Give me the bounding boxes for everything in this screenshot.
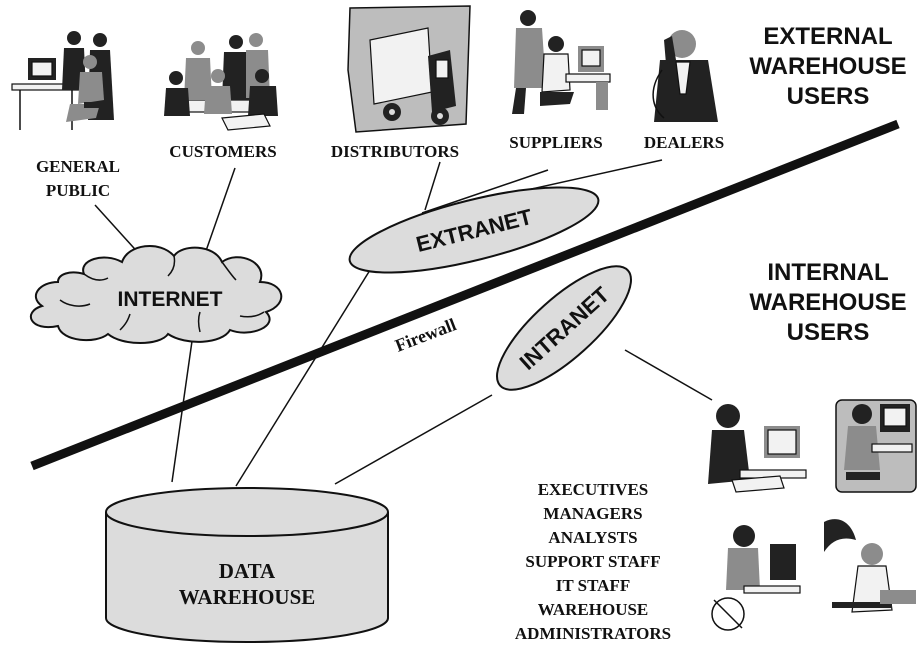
internal-users-title: INTERNAL WAREHOUSE USERS <box>749 259 906 346</box>
internal-analyst-clipart <box>711 525 801 631</box>
data-warehouse-cylinder: DATA WAREHOUSE <box>105 487 389 643</box>
distributors-truck-clipart <box>347 5 471 133</box>
intranet-node: INTRANET <box>496 265 632 391</box>
role-support-staff: SUPPORT STAFF <box>525 552 660 571</box>
suppliers-label: SUPPLIERS <box>509 133 603 152</box>
external-users-title: EXTERNAL WAREHOUSE USERS <box>749 23 906 110</box>
role-it-staff: IT STAFF <box>556 576 630 595</box>
firewall-line <box>30 119 900 471</box>
internal-it-staff-clipart <box>824 519 916 613</box>
internal-support-clipart <box>835 399 917 493</box>
distributors-label: DISTRIBUTORS <box>331 142 459 161</box>
external-title-line2: WAREHOUSE <box>749 53 906 80</box>
connector-suppliers-extranet <box>421 169 549 214</box>
internet-cloud: INTERNET <box>30 244 283 344</box>
connector-intranet-warehouse <box>334 394 493 485</box>
dealers-clipart <box>652 30 718 122</box>
internet-label: INTERNET <box>118 288 223 311</box>
role-analysts: ANALYSTS <box>548 528 637 547</box>
internal-title-line1: INTERNAL <box>767 259 888 286</box>
extranet-node: EXTRANET <box>348 186 600 274</box>
role-administrators: ADMINISTRATORS <box>515 624 671 643</box>
data-warehouse-label-line1: DATA <box>219 559 276 583</box>
general-public-clipart <box>11 31 114 130</box>
data-warehouse-label-line2: WAREHOUSE <box>179 585 316 609</box>
external-title-line1: EXTERNAL <box>763 23 892 50</box>
role-warehouse: WAREHOUSE <box>538 600 649 619</box>
internal-title-line2: WAREHOUSE <box>749 289 906 316</box>
connector-lines <box>94 159 713 487</box>
internal-executive-clipart <box>708 404 807 493</box>
connector-intranet-internal-users <box>624 349 713 401</box>
role-executives: EXECUTIVES <box>538 480 649 499</box>
connector-extranet-warehouse <box>235 261 376 487</box>
role-managers: MANAGERS <box>543 504 642 523</box>
internal-title-line3: USERS <box>787 319 870 346</box>
connector-distributors-extranet <box>424 161 441 211</box>
general-public-label-line2: PUBLIC <box>46 181 110 200</box>
general-public-label-line1: GENERAL <box>36 157 120 176</box>
external-title-line3: USERS <box>787 83 870 110</box>
suppliers-clipart <box>512 10 611 114</box>
customers-label: CUSTOMERS <box>169 142 276 161</box>
internal-roles-list: EXECUTIVES MANAGERS ANALYSTS SUPPORT STA… <box>515 480 671 643</box>
customers-clipart <box>164 33 278 131</box>
dealers-label: DEALERS <box>644 133 724 152</box>
connector-internet-warehouse <box>171 319 196 483</box>
